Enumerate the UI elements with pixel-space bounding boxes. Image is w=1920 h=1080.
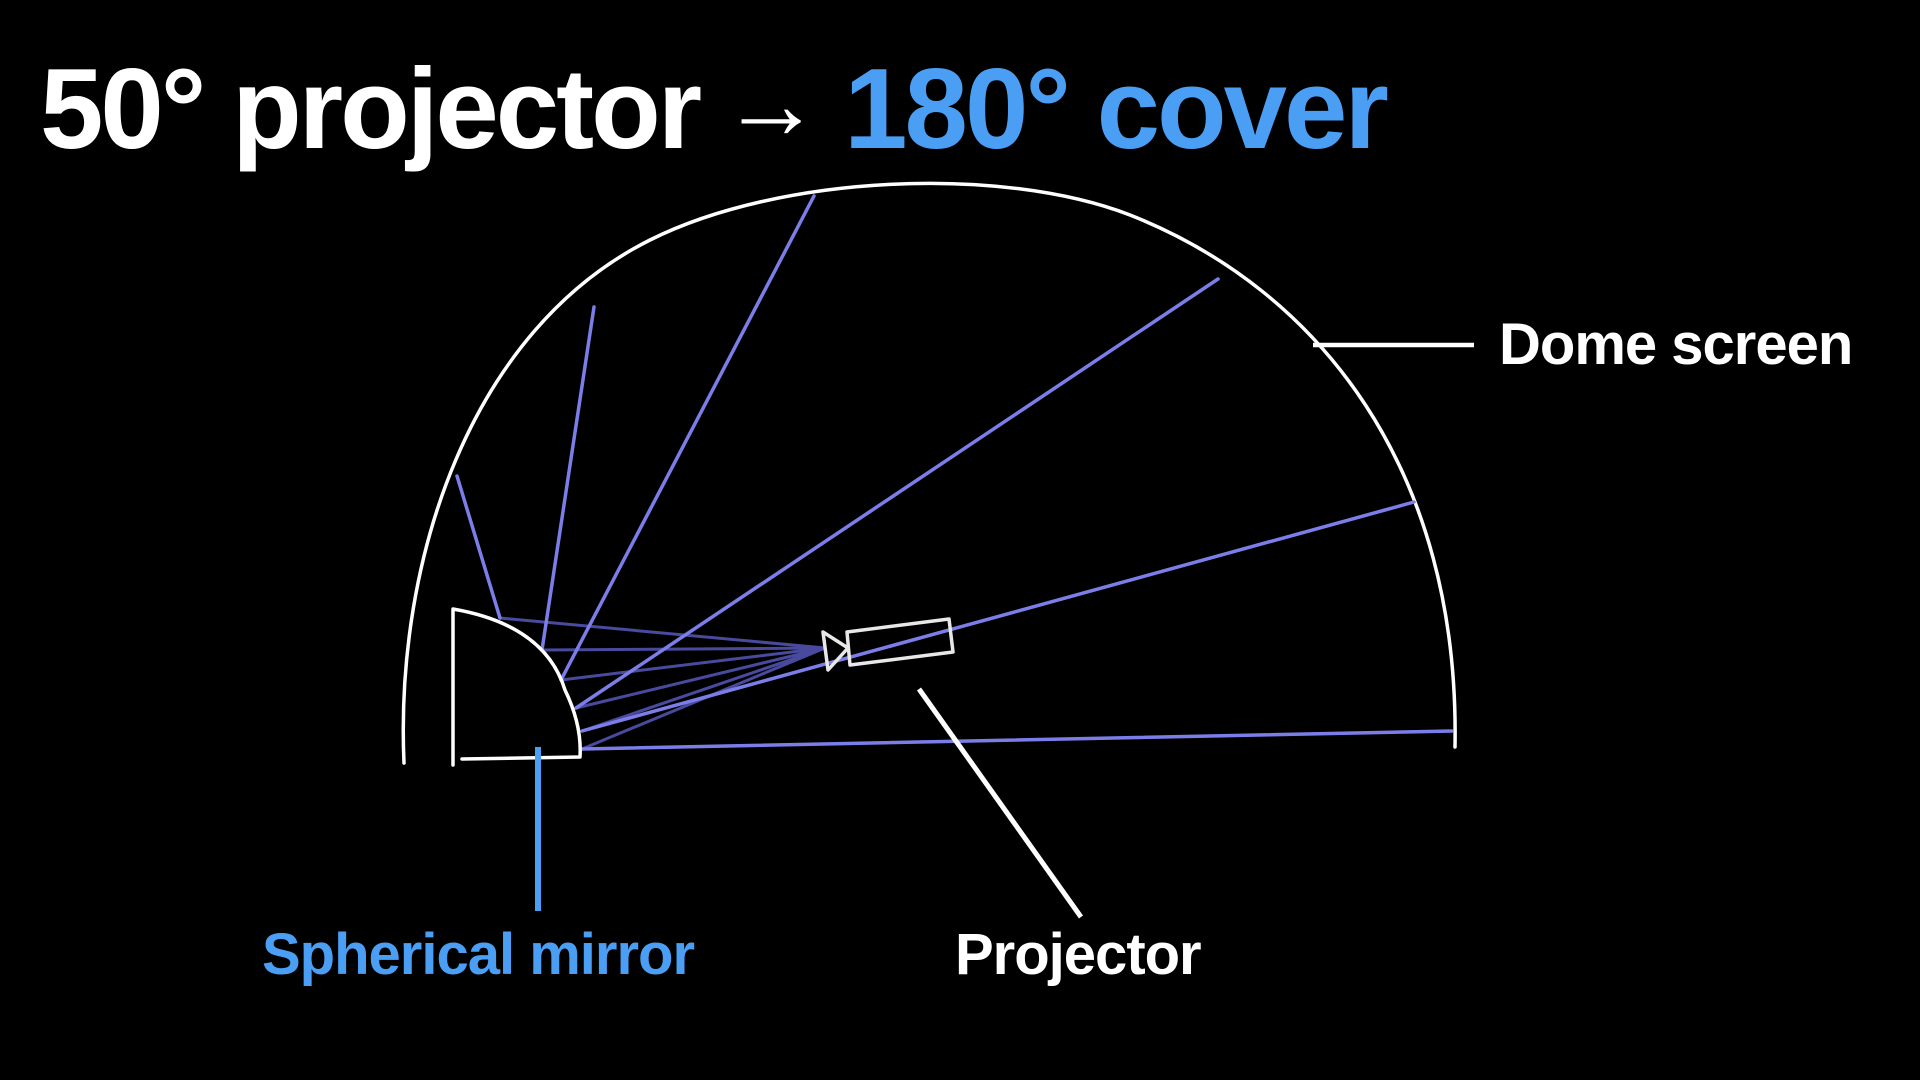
spherical-mirror-label: Spherical mirror	[262, 922, 695, 987]
projector-leader	[916, 687, 1084, 919]
dome-screen-label: Dome screen	[1499, 312, 1853, 377]
title-projector-angle: 50° projector	[40, 46, 702, 173]
arrow-right-icon: →	[721, 48, 821, 160]
dome-screen-arc	[401, 181, 1457, 765]
projector-label: Projector	[955, 922, 1202, 987]
spherical-mirror-icon	[451, 607, 582, 767]
title-cover-angle: 180° cover	[844, 46, 1389, 173]
projector-to-mirror-rays	[499, 616, 826, 751]
reflected-rays	[455, 194, 1454, 751]
slide-title: 50° projector→180° cover	[40, 42, 1389, 179]
projector-icon	[821, 617, 955, 672]
